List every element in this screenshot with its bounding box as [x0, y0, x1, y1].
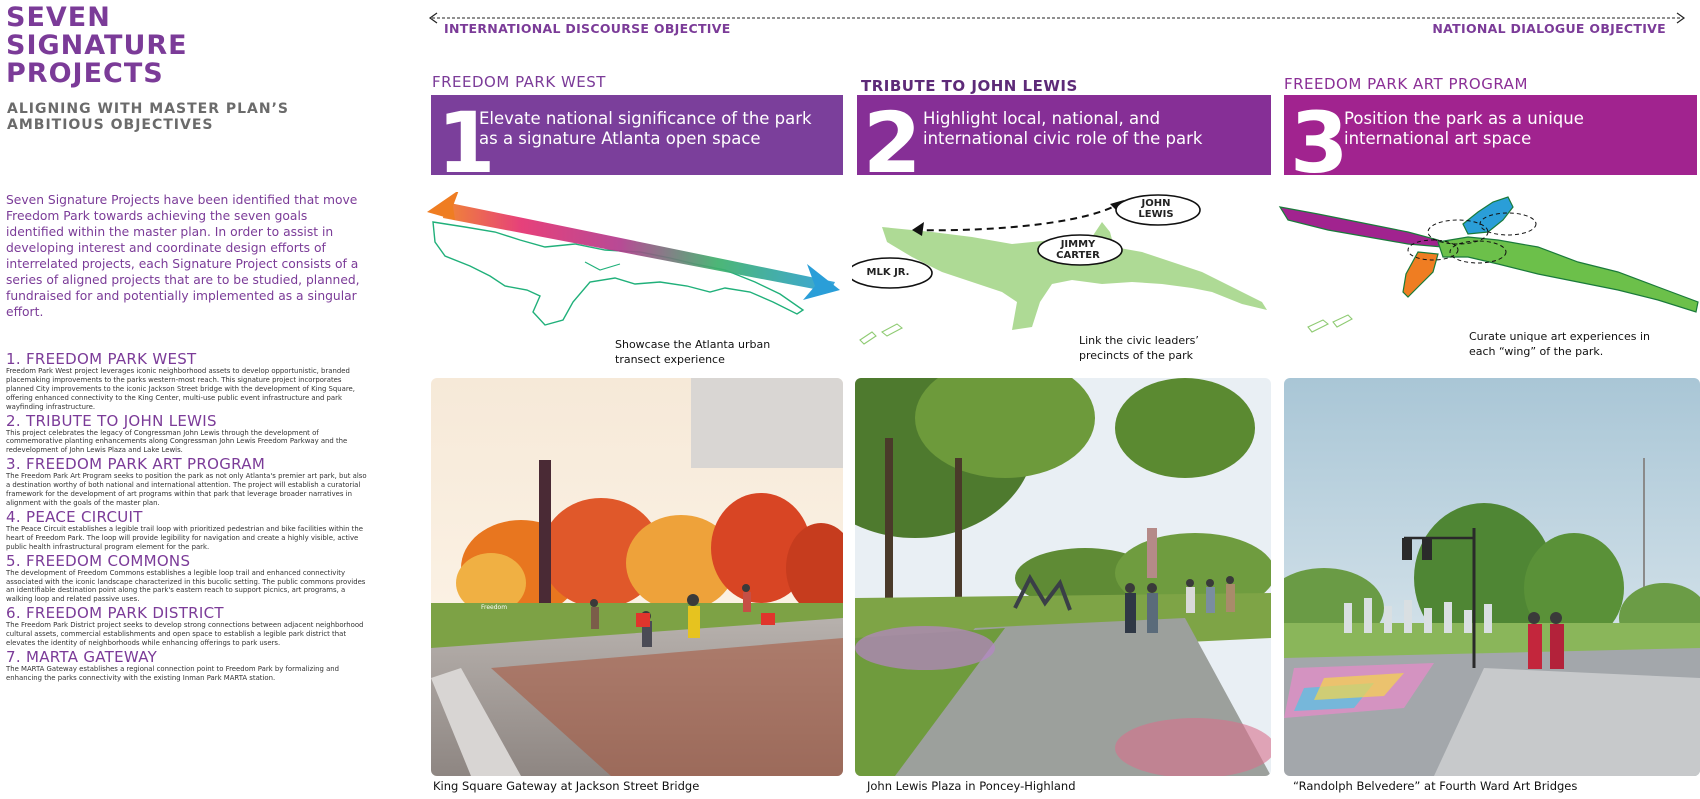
green-wing [1437, 236, 1699, 313]
objective-text: Elevate national significance of the par… [479, 109, 812, 148]
photo-caption: John Lewis Plaza in Poncey-Highland [867, 779, 1076, 793]
project-description: Freedom Park West project leverages icon… [6, 367, 355, 411]
blue-wing [1462, 196, 1514, 235]
wing-highlight-circle [1407, 239, 1459, 261]
column-title: FREEDOM PARK WEST [432, 73, 606, 91]
objective-text: Position the park as a unique internatio… [1344, 109, 1584, 148]
project-item: 6. FREEDOM PARK DISTRICT The Freedom Par… [6, 605, 371, 648]
photo-caption: “Randolph Belvedere” at Fourth Ward Art … [1293, 779, 1578, 793]
art-wings-diagram [1278, 196, 1699, 333]
project-item: 5. FREEDOM COMMONS The development of Fr… [6, 553, 371, 605]
objective-text: Highlight local, national, and internati… [923, 109, 1203, 148]
urban-transect-diagram [427, 192, 840, 326]
project-description: The development of Freedom Commons estab… [6, 568, 366, 604]
axis-label-left: INTERNATIONAL DISCOURSE OBJECTIVE [444, 21, 731, 36]
label-bubble-mlk [852, 257, 933, 289]
freedom-sign-text: Freedom [481, 604, 507, 611]
civic-leaders-diagram [852, 194, 1267, 345]
label-mlk: MLK JR. [866, 267, 910, 278]
objective-number: 3 [1290, 95, 1349, 175]
project-item: 7. MARTA GATEWAY The MARTA Gateway estab… [6, 649, 371, 683]
wing-highlight-circle [1449, 240, 1507, 264]
column-title: FREEDOM PARK ART PROGRAM [1284, 75, 1528, 93]
project-heading: 4. PEACE CIRCUIT [6, 507, 143, 526]
project-heading: 1. FREEDOM PARK WEST [6, 350, 197, 368]
project-heading: 2. TRIBUTE TO JOHN LEWIS [6, 411, 217, 430]
connection-arrow [911, 201, 1123, 232]
objective-number: 1 [437, 95, 496, 175]
project-heading: 5. FREEDOM COMMONS [6, 551, 191, 570]
objective-axis-arrow [428, 12, 1686, 24]
project-description: The Peace Circuit establishes a legible … [6, 524, 363, 551]
column-title: TRIBUTE TO JOHN LEWIS [861, 77, 1078, 95]
project-item: 3. FREEDOM PARK ART PROGRAM The Freedom … [6, 456, 371, 508]
randolph-belvedere-rendering [1284, 378, 1700, 776]
axis-label-right: NATIONAL DIALOGUE OBJECTIVE [1432, 21, 1666, 36]
project-list: 1. FREEDOM PARK WEST Freedom Park West p… [6, 351, 371, 684]
project-description: The Freedom Park District project seeks … [6, 621, 364, 648]
project-description: This project celebrates the legacy of Co… [6, 428, 348, 455]
orange-arrowhead [427, 192, 459, 220]
intro-paragraph: Seven Signature Projects have been ident… [6, 193, 360, 319]
wing-highlight-circle [1479, 212, 1537, 236]
diagram-caption: Link the civic leaders’ precincts of the… [1079, 334, 1199, 362]
diagram-caption: Curate unique art experiences in each “w… [1469, 330, 1651, 358]
label-jimmy-carter: JIMMY CARTER [1056, 239, 1100, 261]
project-description: The Freedom Park Art Program seeks to po… [6, 472, 367, 507]
purple-wing [1278, 206, 1445, 248]
objective-box: 3 Position the park as a unique internat… [1284, 95, 1697, 175]
page-subtitle: ALIGNING WITH MASTER PLAN’S AMBITIOUS OB… [7, 101, 290, 133]
project-item: 1. FREEDOM PARK WEST Freedom Park West p… [6, 351, 371, 412]
john-lewis-plaza-rendering [855, 378, 1271, 776]
label-bubble-jimmy-carter [1037, 234, 1123, 266]
park-shape-green [882, 222, 1267, 330]
orange-wing [1402, 251, 1439, 298]
transect-arrow-band [443, 202, 835, 292]
diagram-caption: Showcase the Atlanta urban transect expe… [615, 338, 771, 366]
objective-box: 2 Highlight local, national, and interna… [857, 95, 1271, 175]
king-square-rendering: Freedom [431, 378, 843, 776]
blue-arrowhead [803, 264, 840, 300]
label-john-lewis: JOHN LEWIS [1138, 198, 1174, 220]
project-heading: 3. FREEDOM PARK ART PROGRAM [6, 455, 266, 474]
objective-box: 1 Elevate national significance of the p… [431, 95, 843, 175]
project-item: 4. PEACE CIRCUIT The Peace Circuit estab… [6, 509, 371, 552]
project-heading: 6. FREEDOM PARK DISTRICT [6, 604, 224, 623]
park-outline [432, 221, 805, 326]
project-heading: 7. MARTA GATEWAY [6, 647, 158, 666]
objective-number: 2 [863, 95, 922, 175]
project-item: 2. TRIBUTE TO JOHN LEWIS This project ce… [6, 413, 371, 456]
page-title: SEVEN SIGNATURE PROJECTS [6, 2, 188, 89]
label-bubble-john-lewis [1115, 194, 1201, 226]
photo-caption: King Square Gateway at Jackson Street Br… [433, 779, 700, 793]
project-description: The MARTA Gateway establishes a regional… [6, 664, 340, 682]
